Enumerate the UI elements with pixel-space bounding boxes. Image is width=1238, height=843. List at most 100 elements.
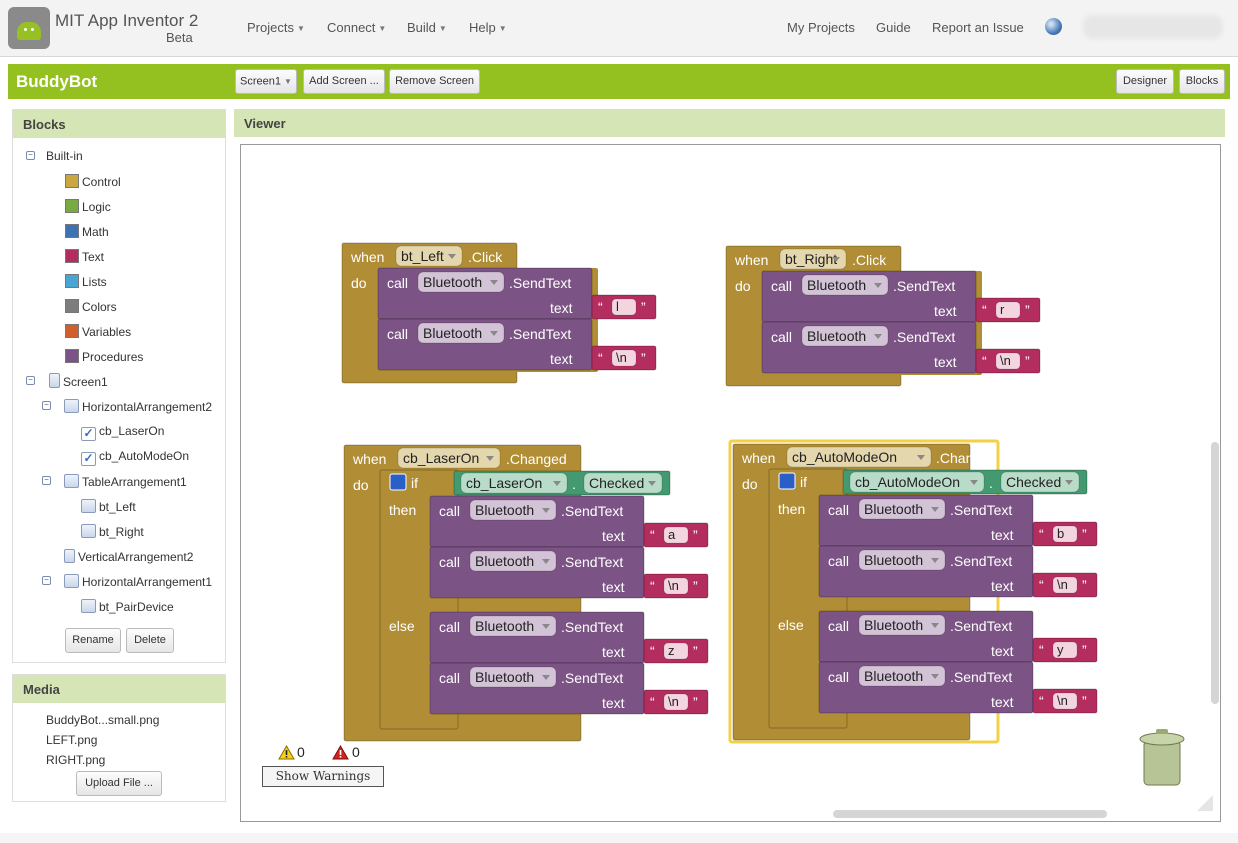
component-dropdown[interactable] xyxy=(801,325,889,347)
component-dropdown[interactable] xyxy=(417,322,505,344)
builtin-procedures[interactable]: Procedures xyxy=(65,349,143,364)
property-dropdown[interactable] xyxy=(583,472,663,494)
tree-builtin[interactable]: Built-in xyxy=(46,149,83,163)
builtin-colors[interactable]: Colors xyxy=(65,299,117,314)
component-dropdown[interactable] xyxy=(858,549,946,571)
component-dropdown[interactable] xyxy=(469,550,557,572)
quote-open: “ xyxy=(650,643,655,659)
connect-menu[interactable]: Connect▼ xyxy=(327,20,387,35)
property-dropdown[interactable] xyxy=(1000,471,1080,493)
component-dropdown[interactable] xyxy=(858,498,946,520)
chevron-down-icon xyxy=(490,331,498,336)
quote-open: “ xyxy=(1039,526,1044,542)
component-dropdown[interactable] xyxy=(417,271,505,293)
delete-button[interactable]: Delete xyxy=(126,628,174,653)
designer-button[interactable]: Designer xyxy=(1116,69,1174,94)
workspace-vertical-scrollbar[interactable] xyxy=(1211,442,1219,704)
quote-close: ” xyxy=(1082,693,1087,709)
component-dropdown[interactable] xyxy=(801,274,889,296)
builtin-text[interactable]: Text xyxy=(65,249,104,264)
tree-cb-automodeon[interactable]: ✓cb_AutoModeOn xyxy=(81,449,189,466)
component-dropdown[interactable] xyxy=(397,447,501,469)
collapse-ha2-icon[interactable]: − xyxy=(42,401,51,410)
dropdown-label: cb_AutoModeOn xyxy=(792,449,897,465)
user-account-menu[interactable] xyxy=(1083,15,1223,39)
media-file[interactable]: RIGHT.png xyxy=(46,753,106,767)
build-menu[interactable]: Build▼ xyxy=(407,20,447,35)
collapse-screen1-icon[interactable]: − xyxy=(26,376,35,385)
upload-file-button[interactable]: Upload File ... xyxy=(76,771,162,796)
drawer-color-swatch xyxy=(65,249,79,263)
dropdown-label: Bluetooth xyxy=(807,328,866,344)
text-literal-value: \n xyxy=(616,350,627,365)
component-dropdown[interactable] xyxy=(858,614,946,636)
tree-bt-right[interactable]: bt_Right xyxy=(81,524,144,539)
component-dropdown[interactable] xyxy=(469,499,557,521)
blocks-button[interactable]: Blocks xyxy=(1179,69,1225,94)
trash-can-handle xyxy=(1156,729,1168,734)
workspace-horizontal-scrollbar[interactable] xyxy=(833,810,1107,818)
component-dropdown[interactable] xyxy=(395,245,463,267)
screen-select-button[interactable]: Screen1▼ xyxy=(235,69,297,94)
arg-label: text xyxy=(602,528,625,544)
mutator-gear-icon[interactable] xyxy=(778,472,796,490)
component-dropdown[interactable] xyxy=(858,665,946,687)
dropdown-label: Bluetooth xyxy=(864,552,923,568)
checkbox-icon: ✓ xyxy=(81,452,96,466)
component-dropdown[interactable] xyxy=(786,446,932,468)
my-projects-link[interactable]: My Projects xyxy=(787,20,855,35)
method-label: .SendText xyxy=(950,502,1012,518)
tree-bt-pairdevice[interactable]: bt_PairDevice xyxy=(81,599,174,614)
text-literal-value: z xyxy=(668,643,675,658)
when-keyword: when xyxy=(741,450,775,466)
show-warnings-button[interactable]: Show Warnings xyxy=(262,766,384,787)
tree-table-arrangement1[interactable]: TableArrangement1 xyxy=(64,474,187,489)
tree-cb-laseron[interactable]: ✓cb_LaserOn xyxy=(81,424,164,441)
report-issue-link[interactable]: Report an Issue xyxy=(932,20,1024,35)
component-dropdown[interactable] xyxy=(469,615,557,637)
builtin-lists[interactable]: Lists xyxy=(65,274,107,289)
component-dropdown[interactable] xyxy=(849,471,985,493)
text-literal-value: \n xyxy=(1057,577,1068,592)
quote-close: ” xyxy=(693,527,698,543)
chevron-down-icon: ▼ xyxy=(284,77,292,86)
guide-link[interactable]: Guide xyxy=(876,20,911,35)
tree-horizontal-arrangement2[interactable]: HorizontalArrangement2 xyxy=(64,399,212,414)
dropdown-label: Bluetooth xyxy=(475,502,534,518)
arg-label: text xyxy=(602,695,625,711)
dropdown-label: cb_AutoModeOn xyxy=(855,474,960,490)
tree-horizontal-arrangement1[interactable]: HorizontalArrangement1 xyxy=(64,574,212,589)
remove-screen-button[interactable]: Remove Screen xyxy=(389,69,480,94)
builtin-control[interactable]: Control xyxy=(65,174,121,189)
add-screen-button[interactable]: Add Screen ... xyxy=(303,69,385,94)
collapse-builtin-icon[interactable]: − xyxy=(26,151,35,160)
mutator-gear-icon[interactable] xyxy=(389,473,407,491)
media-file[interactable]: BuddyBot...small.png xyxy=(46,713,160,727)
app-inventor-logo[interactable] xyxy=(8,7,50,49)
text-literal-value: b xyxy=(1057,526,1064,541)
media-file[interactable]: LEFT.png xyxy=(46,733,98,747)
component-dropdown[interactable] xyxy=(460,472,568,494)
rename-button[interactable]: Rename xyxy=(65,628,121,653)
component-dropdown[interactable] xyxy=(469,666,557,688)
builtin-variables[interactable]: Variables xyxy=(65,324,131,339)
arg-label: text xyxy=(550,300,573,316)
quote-open: “ xyxy=(650,527,655,543)
help-menu[interactable]: Help▼ xyxy=(469,20,507,35)
tree-bt-left[interactable]: bt_Left xyxy=(81,499,136,514)
builtin-math[interactable]: Math xyxy=(65,224,109,239)
collapse-ha1-icon[interactable]: − xyxy=(42,576,51,585)
chevron-down-icon xyxy=(648,481,656,486)
collapse-table1-icon[interactable]: − xyxy=(42,476,51,485)
method-label: .SendText xyxy=(561,503,623,519)
language-globe-icon[interactable] xyxy=(1045,18,1062,35)
projects-menu[interactable]: Projects▼ xyxy=(247,20,305,35)
tree-screen1[interactable]: Screen1 xyxy=(49,373,108,389)
tree-vertical-arrangement2[interactable]: VerticalArrangement2 xyxy=(64,549,193,564)
dropdown-label: Bluetooth xyxy=(423,325,482,341)
trash-can-icon[interactable] xyxy=(1143,740,1181,786)
component-dropdown[interactable] xyxy=(779,248,847,270)
builtin-logic[interactable]: Logic xyxy=(65,199,111,214)
